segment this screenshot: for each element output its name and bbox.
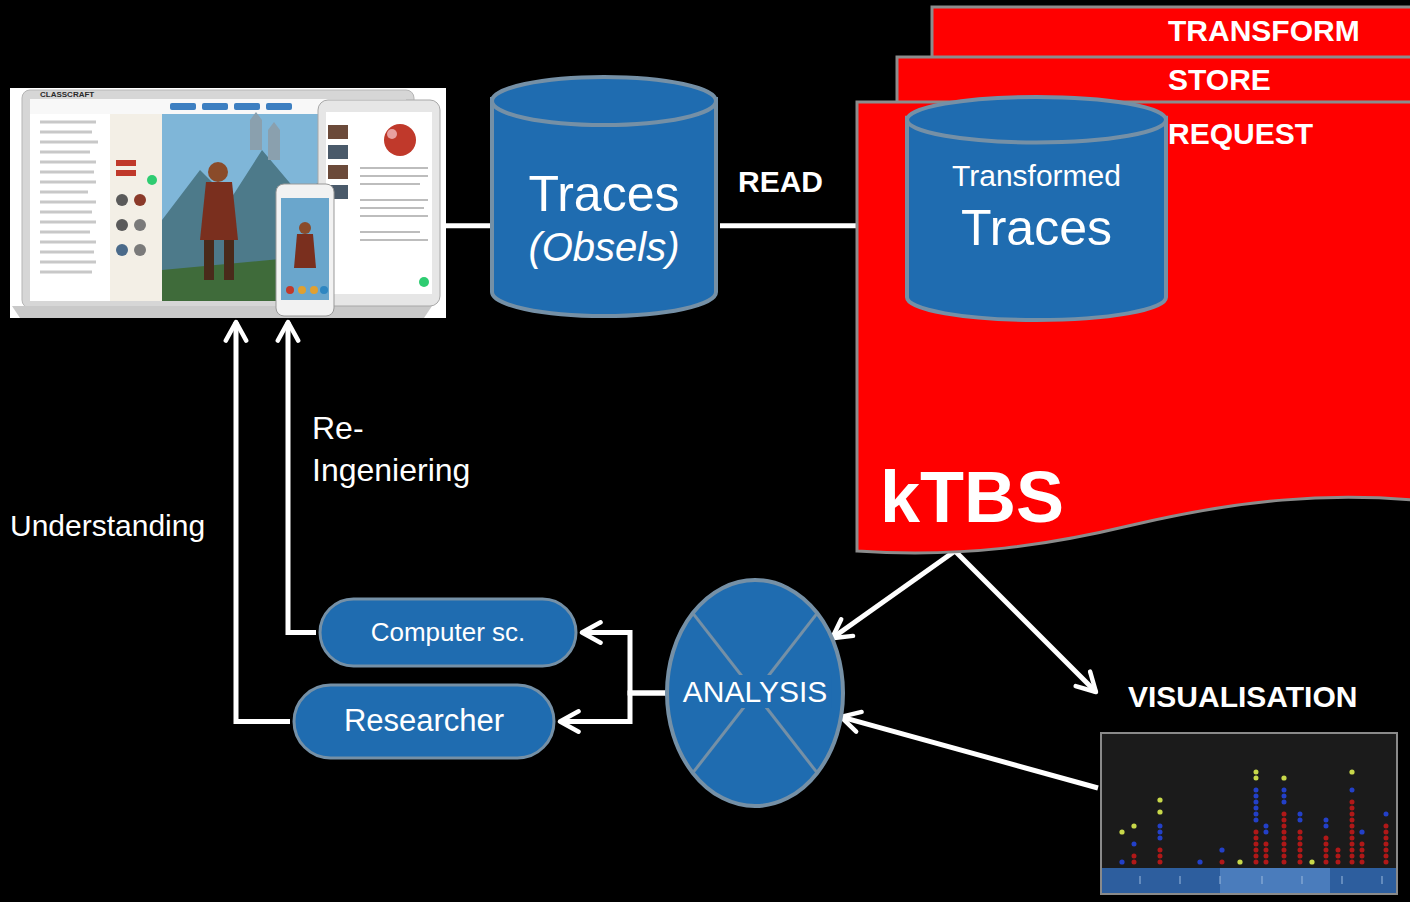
tablet-screen [326,112,432,294]
node-text: REQUEST [1168,117,1313,150]
list-rows [40,122,98,272]
connector-arrow [832,551,955,638]
node-text: (Obsels) [528,225,679,269]
header-tabs [170,103,292,110]
event-dots [1134,766,1386,862]
phone-content [286,222,328,294]
connector-arrow [582,633,667,694]
student-list [30,114,110,301]
cylinder-body [907,118,1166,320]
phone-screen [281,198,329,300]
connector-arrow [841,717,1098,788]
connector-arrow [560,693,667,722]
page-sheet [857,102,1410,553]
pill-body [320,599,576,666]
role-pill: Researcher [292,683,556,760]
node-text: CLASSCRAFT [40,91,94,100]
time-axis-band [1102,868,1396,893]
app-screenshot: CLASSCRAFT [10,88,446,318]
phone [276,184,334,316]
cylinder-top [492,77,716,125]
ellipse-body [667,580,843,806]
node-text: ANALYSIS [679,675,832,708]
role-pill: Computer sc. [318,597,578,668]
node-text: STORE [1168,63,1271,96]
character-stats [116,160,157,256]
node-text: TRANSFORM [1168,14,1360,47]
analysis-ellipse: ANALYSIS [665,578,845,808]
edge-label: Re- Ingeniering [309,408,515,491]
database-cylinder: Traces(Obsels) [490,75,718,318]
edge-label: Understanding [7,506,208,545]
laptop-base [12,306,432,318]
cylinder-top [907,97,1166,142]
castle [250,112,280,160]
screenshot-ground [10,88,446,318]
connector-arrow [955,551,1096,692]
time-axis-ticks [1140,876,1382,884]
ktbs-page: REQUEST kTBS TransformedTraces [855,100,1410,555]
database-cylinder: TransformedTraces [905,95,1168,322]
connector-arrow [446,223,492,228]
chart-frame [1101,733,1397,894]
time-axis-window [1220,868,1330,893]
node-text: Traces [529,167,680,222]
timeline-chart [1101,733,1397,894]
node-text: kTBS [880,458,1064,537]
app-screenshot [10,88,446,318]
node-text: Transformed [952,159,1121,192]
single-dots [1119,769,1364,864]
node-text: VISUALISATION [1128,680,1357,713]
visualisation-panel: VISUALISATION [1100,676,1398,895]
node-text: Traces [961,201,1112,256]
node-text: Computer sc. [371,618,526,647]
character-panel [110,114,162,301]
edge-label: READ [735,162,826,201]
hero-figure [200,162,238,280]
pill-body [294,685,554,758]
connector-arrow [236,322,290,722]
tablet [318,100,440,306]
tablet-content [328,124,429,287]
node-text: Researcher [344,704,504,738]
cylinder-body [492,99,716,316]
